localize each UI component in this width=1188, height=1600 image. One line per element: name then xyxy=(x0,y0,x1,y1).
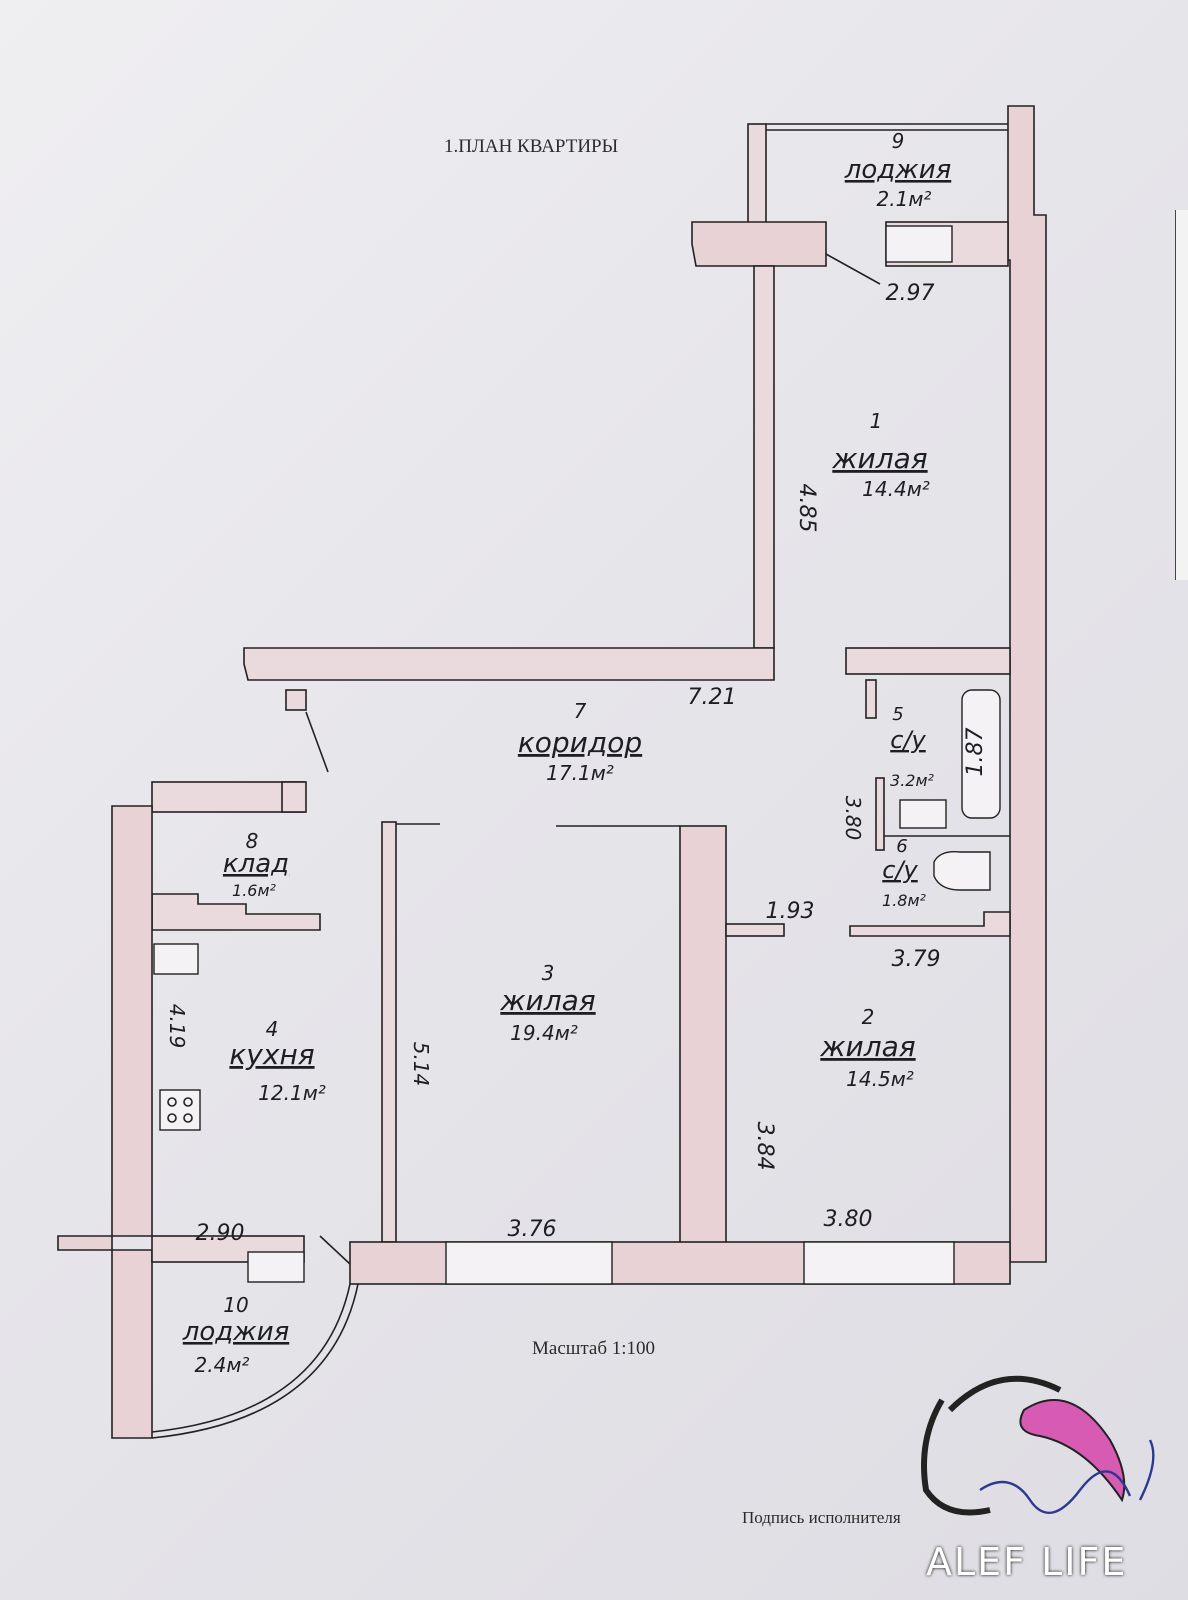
dim-room2-width-top: 3.79 xyxy=(892,947,941,972)
svg-text:9: 9 xyxy=(892,129,905,153)
wall-room3-left xyxy=(381,821,397,1243)
door-leaf-entrance xyxy=(305,711,329,773)
dim-room2-width: 3.80 xyxy=(824,1207,873,1232)
wall-bath5-bath6 xyxy=(875,777,885,851)
brand-watermark: ALEF LIFE xyxy=(926,1540,1128,1584)
svg-text:клад: клад xyxy=(223,849,289,879)
stamp-frame-edge xyxy=(1175,210,1188,580)
room-label-5: 5 с/у 3.2м² xyxy=(890,704,935,790)
dim-room3-width: 3.76 xyxy=(508,1217,557,1242)
signature-label: Подпись исполнителя xyxy=(742,1508,901,1527)
bath-stub xyxy=(865,679,877,719)
svg-text:10: 10 xyxy=(223,1293,248,1317)
wall-corridor-top xyxy=(243,647,775,681)
room-label-2: 2 жилая 14.5м² xyxy=(819,1005,915,1091)
loggia10-arc-inner xyxy=(151,1283,351,1433)
sink-icon-5 xyxy=(899,799,947,829)
svg-text:лоджия: лоджия xyxy=(182,1317,289,1347)
window-room2 xyxy=(803,1241,955,1285)
svg-text:с/у: с/у xyxy=(882,856,918,884)
bathtub-icon xyxy=(961,689,1001,819)
dim-corridor-length: 7.21 xyxy=(688,685,737,710)
burner-4 xyxy=(183,1113,193,1123)
plan-title: 1.ПЛАН КВАРТИРЫ xyxy=(444,136,619,157)
svg-text:жилая: жилая xyxy=(499,984,595,1017)
room-label-4: 4 кухня 12.1м² xyxy=(229,1017,325,1105)
svg-text:3.2м²: 3.2м² xyxy=(890,771,935,790)
svg-text:кухня: кухня xyxy=(229,1038,314,1071)
dim-room3-length: 5.14 xyxy=(409,1042,433,1087)
wall-room1-left xyxy=(753,265,775,649)
dim-door-width: 1.93 xyxy=(766,899,815,924)
svg-text:жилая: жилая xyxy=(831,442,927,475)
room-label-3: 3 жилая 19.4м² xyxy=(499,961,595,1045)
dim-loggia9-width: 2.97 xyxy=(886,281,935,306)
wall-storage-top-post xyxy=(281,781,307,813)
door-leaf-loggia10 xyxy=(319,1235,351,1265)
svg-text:2: 2 xyxy=(862,1005,875,1029)
window-room3 xyxy=(445,1241,613,1285)
dim-room1-length: 4.85 xyxy=(794,484,819,533)
loggia10-arc xyxy=(151,1283,359,1439)
wall-storage-bottom xyxy=(151,893,321,931)
wall-loggia9-room1 xyxy=(691,221,827,267)
svg-text:12.1м²: 12.1м² xyxy=(258,1081,326,1105)
dim-bath5-length: 1.87 xyxy=(963,728,988,777)
svg-text:19.4м²: 19.4м² xyxy=(510,1021,578,1045)
svg-text:2.4м²: 2.4м² xyxy=(195,1353,250,1377)
svg-text:жилая: жилая xyxy=(819,1030,915,1063)
svg-text:1.6м²: 1.6м² xyxy=(232,881,277,900)
wall-left-outer xyxy=(57,805,153,1439)
room-label-8: 8 клад 1.6м² xyxy=(223,829,289,900)
svg-text:3: 3 xyxy=(542,961,555,985)
svg-text:14.4м²: 14.4м² xyxy=(862,477,930,501)
wall-room3-room2 xyxy=(679,825,727,1247)
svg-text:8: 8 xyxy=(246,829,259,853)
room-label-6: 6 с/у 1.8м² xyxy=(882,836,927,910)
svg-text:1.8м²: 1.8м² xyxy=(882,891,927,910)
dim-room2-length: 3.84 xyxy=(752,1122,777,1171)
scale-label: Масштаб 1:100 xyxy=(532,1338,656,1359)
alef-life-logo xyxy=(921,1375,1126,1516)
svg-text:4: 4 xyxy=(266,1017,279,1041)
wall-right-outer xyxy=(1007,105,1047,1263)
loggia9-window xyxy=(885,225,953,263)
loggia10-window xyxy=(247,1251,305,1283)
signature-icon xyxy=(979,1439,1155,1515)
svg-text:7: 7 xyxy=(574,699,587,723)
dim-kitchen-width: 2.90 xyxy=(196,1221,245,1246)
wall-bath-room2 xyxy=(849,911,1011,937)
room-label-7: 7 коридор 17.1м² xyxy=(518,699,642,785)
wall-loggia9-left xyxy=(747,123,767,225)
door-post-corridor xyxy=(285,689,307,711)
svg-text:лоджия: лоджия xyxy=(844,155,951,185)
svg-text:14.5м²: 14.5м² xyxy=(846,1067,914,1091)
room-label-9: 9 лоджия 2.1м² xyxy=(844,129,951,211)
svg-text:6: 6 xyxy=(896,836,907,857)
burner-2 xyxy=(183,1097,193,1107)
svg-text:с/у: с/у xyxy=(890,726,926,754)
svg-text:17.1м²: 17.1м² xyxy=(546,761,614,785)
wall-storage-top xyxy=(151,781,305,813)
dim-bath-height: 3.80 xyxy=(841,796,865,841)
room-label-1: 1 жилая 14.4м² xyxy=(831,409,929,501)
svg-text:5: 5 xyxy=(892,704,903,725)
toilet-icon xyxy=(933,851,991,891)
kitchen-sink-icon xyxy=(153,943,199,975)
stove-icon xyxy=(159,1089,201,1131)
svg-text:1: 1 xyxy=(870,409,883,433)
svg-text:2.1м²: 2.1м² xyxy=(877,187,932,211)
room-label-10: 10 лоджия 2.4м² xyxy=(182,1293,289,1377)
svg-text:коридор: коридор xyxy=(518,726,642,759)
door-leaf-loggia9 xyxy=(825,253,881,285)
burner-1 xyxy=(167,1097,177,1107)
dim-kitchen-length: 4.19 xyxy=(165,1004,189,1049)
wall-room1-bath xyxy=(845,647,1011,675)
burner-3 xyxy=(167,1113,177,1123)
wall-room2-stub xyxy=(725,923,785,937)
